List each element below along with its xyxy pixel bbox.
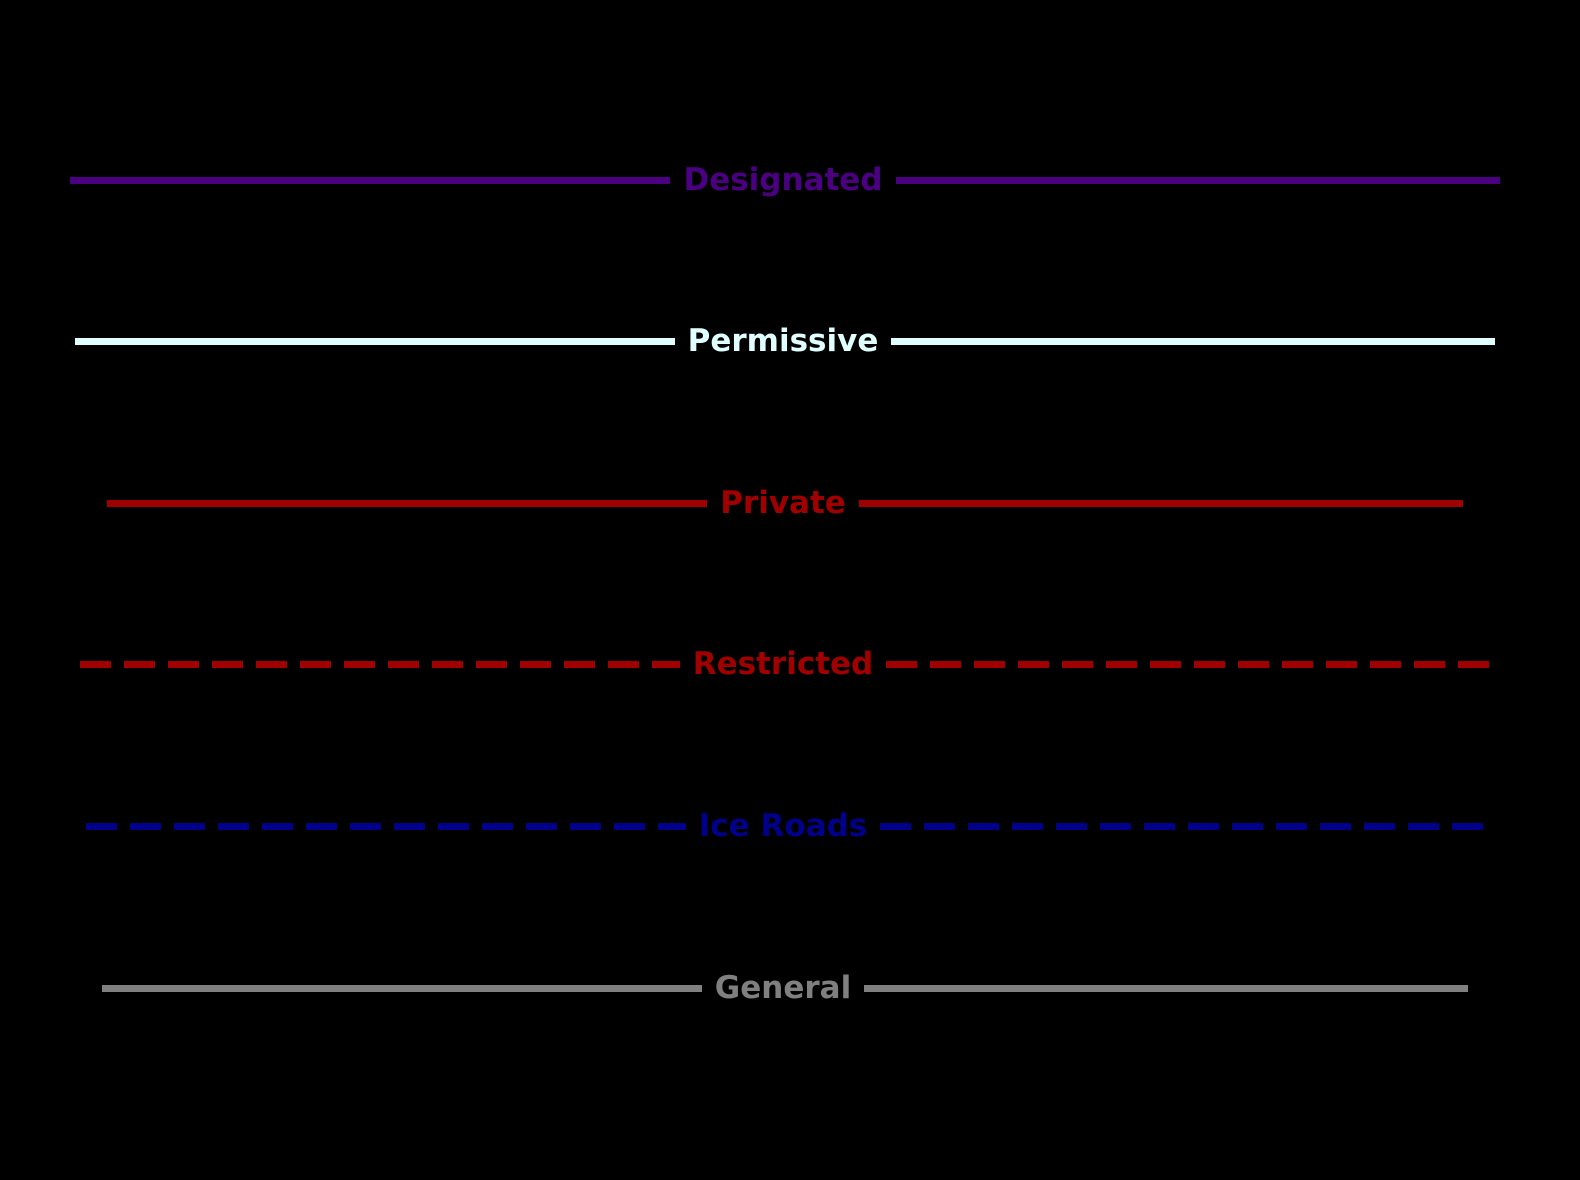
legend-line-right xyxy=(895,176,1500,184)
legend-entry: Designated xyxy=(0,150,1580,210)
legend-line-left xyxy=(85,822,686,830)
legend-line-left xyxy=(74,337,675,345)
legend-label: Private xyxy=(720,484,846,521)
legend-line-left xyxy=(101,984,702,992)
legend-label: Ice Roads xyxy=(698,807,868,844)
legend-line-left xyxy=(107,499,708,507)
legend-label: Designated xyxy=(683,161,883,198)
legend-label: General xyxy=(714,969,852,1006)
legend-line-right xyxy=(880,822,1485,830)
legend-label: Restricted xyxy=(692,645,874,682)
legend-line-left xyxy=(70,176,671,184)
legend-entry: Ice Roads xyxy=(0,796,1580,856)
legend-line-right xyxy=(858,499,1463,507)
legend-entry: Private xyxy=(0,473,1580,533)
legend-line-left xyxy=(79,660,680,668)
legend-entry: General xyxy=(0,958,1580,1018)
legend-line-right xyxy=(886,660,1491,668)
legend-label: Permissive xyxy=(687,322,879,359)
legend-entry: Restricted xyxy=(0,634,1580,694)
legend-line-right xyxy=(864,984,1469,992)
legend-entry: Permissive xyxy=(0,311,1580,371)
legend-line-right xyxy=(891,337,1496,345)
